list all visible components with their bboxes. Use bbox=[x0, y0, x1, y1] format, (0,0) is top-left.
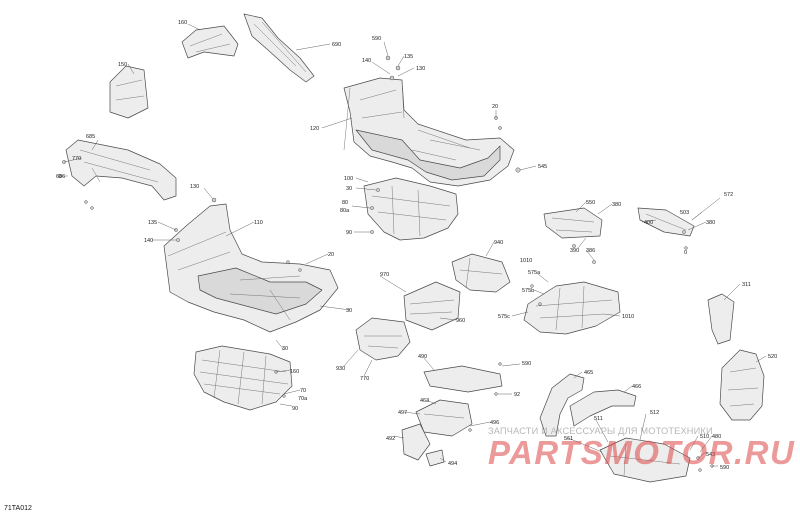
callout-960: 960 bbox=[456, 318, 465, 324]
callout-311: 311 bbox=[742, 282, 751, 288]
callout-160: 160 bbox=[290, 369, 299, 375]
part-80-bracket bbox=[363, 177, 459, 241]
callout-150: 150 bbox=[118, 62, 127, 68]
watermark-tagline: ЗАПЧАСТИ И АКСЕССУАРЫ ДЛЯ МОТОТЕХНИКИ bbox=[488, 426, 713, 436]
callout-490: 490 bbox=[418, 354, 427, 360]
callout-940: 940 bbox=[494, 240, 503, 246]
callout-130: 130 bbox=[190, 184, 199, 190]
leader-lines bbox=[60, 23, 767, 467]
callout-572: 572 bbox=[724, 192, 733, 198]
part-520-fender bbox=[719, 349, 765, 421]
callout-390: 390 bbox=[570, 248, 579, 254]
callout-140: 140 bbox=[362, 58, 371, 64]
callout-140: 140 bbox=[144, 238, 153, 244]
callout-70: 70 bbox=[300, 388, 306, 394]
callout-496: 496 bbox=[490, 420, 499, 426]
callout-492: 492 bbox=[386, 436, 395, 442]
part-490-panel bbox=[423, 365, 503, 393]
part-150-cover bbox=[109, 65, 149, 119]
part-311-bracket bbox=[707, 293, 735, 345]
part-160-footrest-grate bbox=[193, 345, 293, 411]
part-466-mudflap bbox=[569, 389, 637, 427]
callout-0: 0 bbox=[684, 250, 687, 256]
callout-930: 930 bbox=[336, 366, 345, 372]
callout-463: 463 bbox=[420, 398, 429, 404]
part-1010-carrier bbox=[523, 281, 621, 335]
callout-92: 92 bbox=[514, 392, 520, 398]
watermark: ЗАПЧАСТИ И АКСЕССУАРЫ ДЛЯ МОТОТЕХНИКИ PA… bbox=[488, 426, 796, 472]
callout-770: 770 bbox=[72, 156, 81, 162]
callout-512: 512 bbox=[650, 410, 659, 416]
callout-100: 100 bbox=[344, 176, 353, 182]
callout-30: 30 bbox=[346, 186, 352, 192]
part-120-rear-floor bbox=[343, 77, 515, 187]
callout-1010: 1010 bbox=[622, 314, 634, 320]
diagram-code: 71TA012 bbox=[4, 505, 32, 512]
callout-561: 561 bbox=[564, 436, 573, 442]
part-550-bar bbox=[543, 207, 603, 239]
part-494-tab bbox=[425, 449, 445, 467]
callout-520: 520 bbox=[768, 354, 777, 360]
callout-511: 511 bbox=[594, 416, 603, 422]
part-160-flap bbox=[181, 25, 239, 59]
callout-160: 160 bbox=[178, 20, 187, 26]
callout-30: 30 bbox=[282, 346, 288, 352]
callout-386: 386 bbox=[586, 248, 595, 254]
callout-135: 135 bbox=[404, 54, 413, 60]
part-690-guard bbox=[243, 13, 315, 83]
part-970-panel bbox=[403, 281, 461, 331]
callout-90: 90 bbox=[346, 230, 352, 236]
part-463-panel bbox=[415, 399, 473, 437]
callout-20: 20 bbox=[328, 252, 334, 258]
callout-30: 30 bbox=[346, 308, 352, 314]
callout-545: 545 bbox=[538, 164, 547, 170]
callout-510: 510 bbox=[700, 434, 709, 440]
watermark-brand: PARTSMOTOR.RU bbox=[488, 434, 796, 471]
part-940-bracket bbox=[451, 253, 511, 293]
callout-543: 543 bbox=[706, 452, 715, 458]
callout-480: 480 bbox=[712, 434, 721, 440]
hardware-fasteners bbox=[58, 55, 714, 472]
callout-770: 770 bbox=[360, 376, 369, 382]
callout-494: 494 bbox=[448, 461, 457, 467]
callout-590: 590 bbox=[372, 36, 381, 42]
callout-400: 400 bbox=[644, 220, 653, 226]
callout-20: 20 bbox=[492, 104, 498, 110]
callout-550: 550 bbox=[586, 200, 595, 206]
callout-380: 380 bbox=[706, 220, 715, 226]
callout-110: 110 bbox=[254, 220, 263, 226]
callout-503: 503 bbox=[680, 210, 689, 216]
callout-690: 690 bbox=[332, 42, 341, 48]
callout-590: 590 bbox=[522, 361, 531, 367]
callout-590: 590 bbox=[720, 465, 729, 471]
callout-970: 970 bbox=[380, 272, 389, 278]
callout-575c: 575c bbox=[498, 314, 510, 320]
part-685-side-panel bbox=[65, 139, 177, 201]
callout-575a: 575a bbox=[528, 270, 541, 276]
callout-70a: 70a bbox=[298, 396, 308, 402]
callout-80a: 80a bbox=[340, 208, 350, 214]
callout-575b: 575b bbox=[522, 288, 534, 294]
callout-120: 120 bbox=[310, 126, 319, 132]
callout-465: 465 bbox=[584, 370, 593, 376]
callout-labels: 160 690 150 590 135 140 130 120 20 685 7… bbox=[56, 20, 777, 471]
part-930-bracket bbox=[355, 317, 411, 361]
callout-1010: 1010 bbox=[520, 258, 532, 264]
callout-686: 686 bbox=[56, 174, 65, 180]
part-510-bracket bbox=[599, 437, 691, 483]
part-503-bar bbox=[637, 207, 695, 237]
callout-466: 466 bbox=[632, 384, 641, 390]
part-465-mudflap bbox=[539, 373, 585, 437]
callout-135: 135 bbox=[148, 220, 157, 226]
callout-380: 380 bbox=[612, 202, 621, 208]
callout-80: 80 bbox=[342, 200, 348, 206]
part-492-bracket bbox=[401, 423, 431, 461]
callout-497: 497 bbox=[398, 410, 407, 416]
part-110-front-floor bbox=[163, 203, 339, 333]
callout-130: 130 bbox=[416, 66, 425, 72]
callout-685: 685 bbox=[86, 134, 95, 140]
callout-90: 90 bbox=[292, 406, 298, 412]
